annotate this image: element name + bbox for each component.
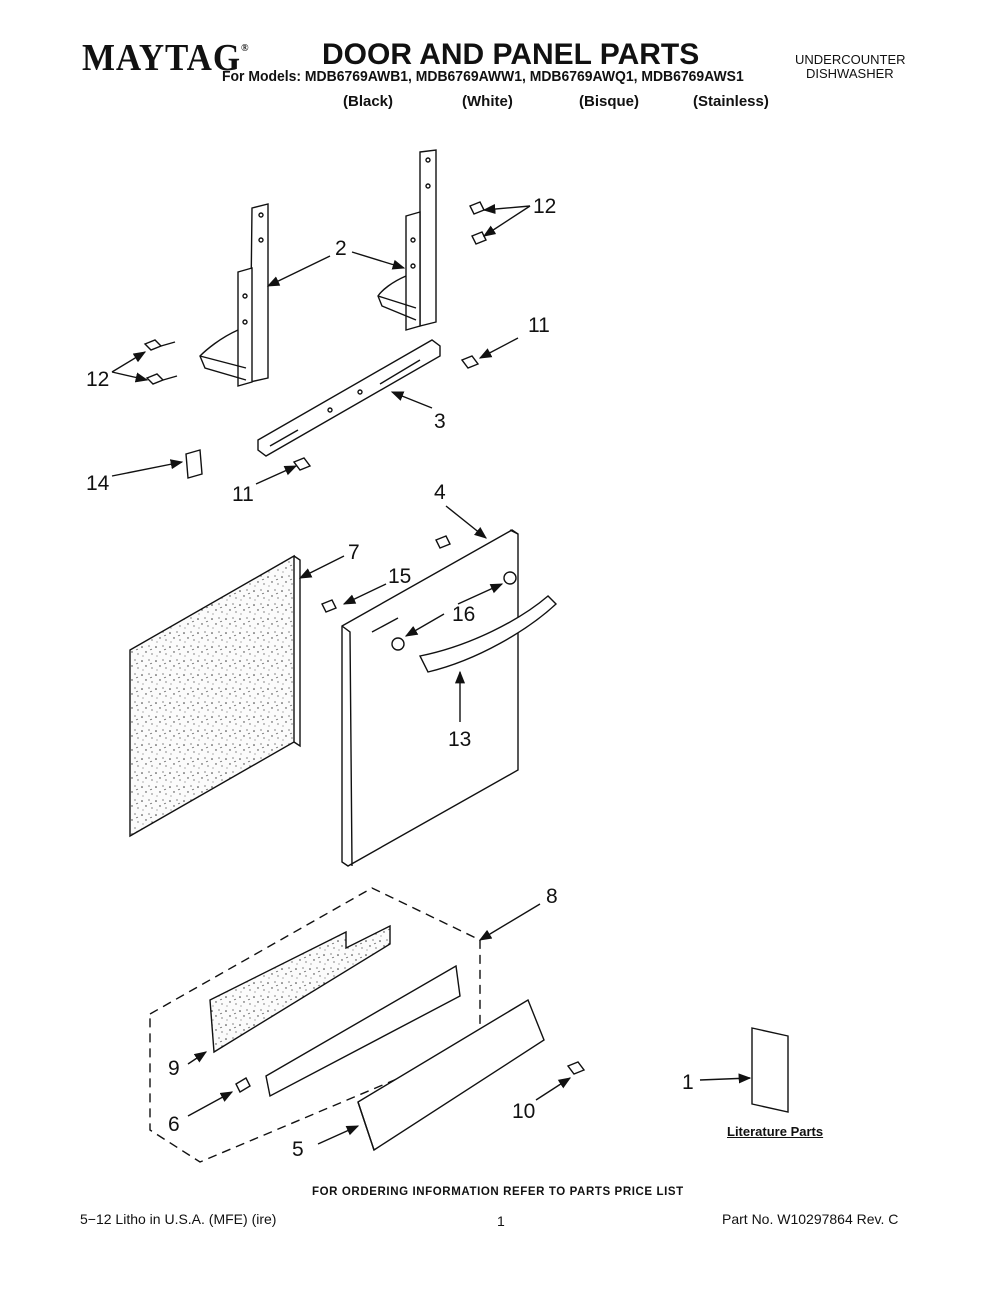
- rail-screws: [292, 355, 480, 471]
- page-number: 1: [497, 1213, 505, 1229]
- callout-5: 5: [292, 1138, 304, 1161]
- brand-logo: MAYTAG®: [82, 37, 250, 79]
- door-clip: [185, 449, 203, 479]
- door-screw: [435, 535, 451, 549]
- callout-11-top: 11: [528, 314, 550, 337]
- callout-11-bottom: 11: [232, 483, 254, 506]
- callout-15: 15: [388, 565, 411, 588]
- callout-13: 13: [448, 728, 471, 751]
- handle-spacer: [503, 571, 517, 585]
- variant-bisque: (Bisque): [579, 93, 639, 110]
- handle-spacer: [391, 637, 405, 651]
- models-line: For Models: MDB6769AWB1, MDB6769AWW1, MD…: [222, 68, 744, 85]
- callout-1: 1: [682, 1071, 694, 1094]
- callout-12-right: 12: [533, 195, 556, 218]
- litho-info: 5−12 Litho in U.S.A. (MFE) (ire): [80, 1211, 277, 1227]
- callout-14: 14: [86, 472, 110, 495]
- callout-6: 6: [168, 1113, 180, 1136]
- variant-black: (Black): [343, 93, 394, 110]
- toe-panel-strip: [265, 964, 461, 1098]
- ordering-note: FOR ORDERING INFORMATION REFER TO PARTS …: [312, 1186, 684, 1198]
- toe-panel-kit-outline: [149, 887, 481, 1163]
- literature-booklet: [751, 1027, 789, 1113]
- callout-8: 8: [546, 885, 558, 908]
- registered-mark: ®: [240, 42, 250, 54]
- page-title: DOOR AND PANEL PARTS: [322, 38, 700, 71]
- appliance-type-line2: DISHWASHER: [806, 66, 894, 81]
- callout-4: 4: [434, 481, 446, 504]
- callout-10: 10: [512, 1100, 535, 1123]
- toe-panel-insulation: [209, 924, 391, 1054]
- callout-7: 7: [348, 541, 360, 564]
- mounting-rail: [257, 339, 441, 457]
- toe-panel: [357, 998, 545, 1152]
- variant-white: (White): [462, 93, 513, 110]
- part-number: Part No. W10297864 Rev. C: [722, 1211, 899, 1227]
- literature-parts-label: Literature Parts: [727, 1124, 824, 1139]
- door-insulation-panel: [129, 554, 301, 838]
- callout-2: 2: [335, 237, 347, 260]
- hinge-bracket-right: [377, 149, 437, 331]
- appliance-type-line1: UNDERCOUNTER: [795, 52, 906, 67]
- toe-panel-screw: [566, 1061, 586, 1075]
- door-handle: [418, 595, 558, 673]
- outer-door-panel: [341, 529, 519, 867]
- callout-3: 3: [434, 410, 446, 433]
- callout-16: 16: [452, 603, 475, 626]
- callout-12-left: 12: [86, 368, 109, 391]
- callout-9: 9: [168, 1057, 180, 1080]
- hinge-bracket-left: [199, 203, 269, 387]
- variant-stainless: (Stainless): [693, 93, 769, 110]
- toe-panel-clip: [235, 1077, 251, 1093]
- door-screw: [321, 599, 337, 613]
